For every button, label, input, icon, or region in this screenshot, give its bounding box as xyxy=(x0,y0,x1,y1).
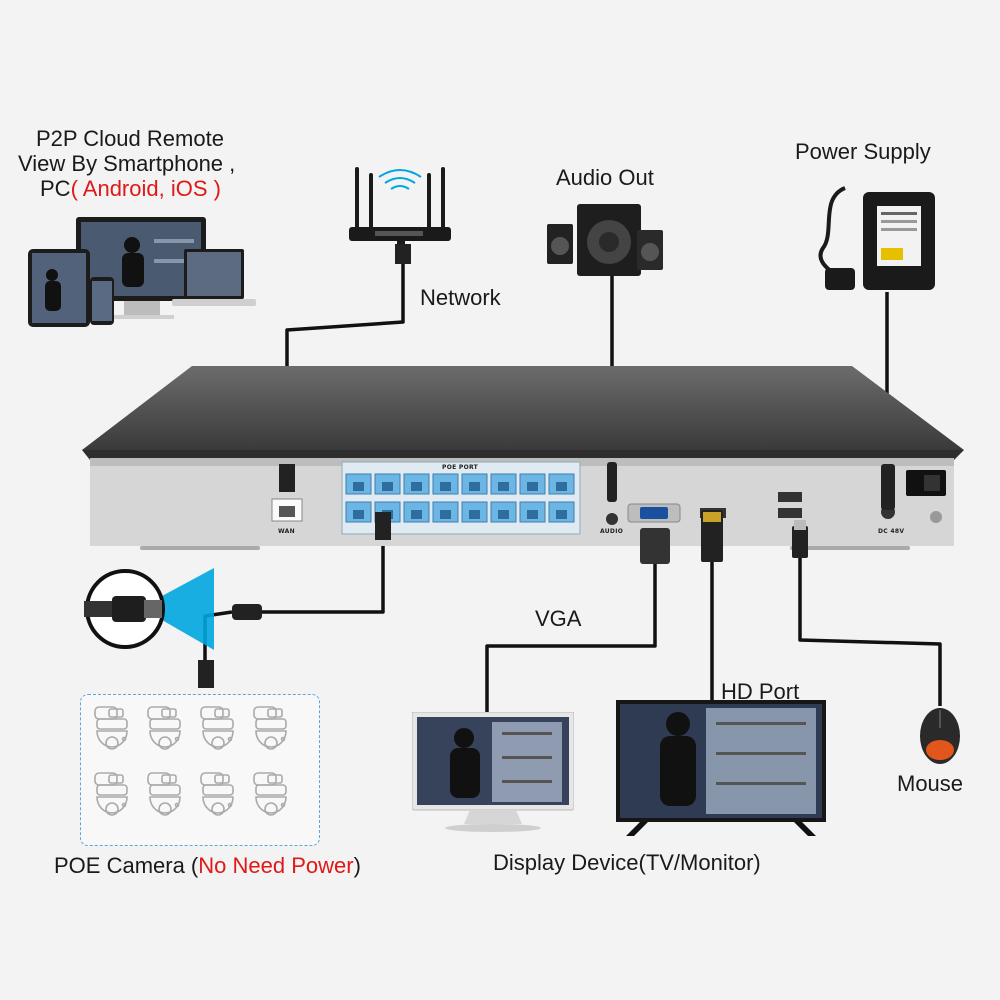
mouse-label: Mouse xyxy=(897,771,964,796)
poe-port-socket xyxy=(469,482,480,491)
poe-camera-suffix: ) xyxy=(353,853,361,878)
p2p-line3-prefix: PC xyxy=(40,176,71,201)
p2p-line1: P2P Cloud Remote xyxy=(36,126,224,151)
devices-icon xyxy=(28,217,256,327)
vga-label: VGA xyxy=(535,606,582,631)
poe-port-socket xyxy=(527,482,538,491)
power-supply-label: Power Supply xyxy=(795,139,931,164)
p2p-line3: PC( Android, iOS ) xyxy=(40,176,221,202)
audio-label: AUDIO xyxy=(600,528,624,535)
camera-icon xyxy=(147,706,181,750)
rj45-plug-icon xyxy=(279,464,295,492)
vga-plug-icon xyxy=(640,528,670,564)
rj45-plug-icon xyxy=(375,512,391,540)
poe-camera-prefix: POE Camera ( xyxy=(54,853,199,878)
dc-label: DC 48V xyxy=(878,528,905,535)
poe-port-socket xyxy=(527,510,538,519)
camera-icon xyxy=(253,772,287,816)
camera-connector-closeup xyxy=(84,568,214,650)
network-label: Network xyxy=(420,285,501,310)
poe-port-socket xyxy=(440,510,451,519)
camera-icon xyxy=(200,706,234,750)
speaker-icon xyxy=(547,204,663,276)
poe-port-socket xyxy=(498,482,509,491)
hd-port-label: HD Port xyxy=(721,679,800,704)
wan-label: WAN xyxy=(278,528,295,535)
poe-port-socket xyxy=(353,510,364,519)
p2p-line2: View By Smartphone , xyxy=(18,151,236,176)
hdmi-plug-icon xyxy=(701,510,723,562)
mouse-cable xyxy=(798,556,942,706)
poe-port-label: POE PORT xyxy=(442,464,479,471)
dc-plug-icon xyxy=(881,464,895,510)
poe-port-socket xyxy=(498,510,509,519)
poe-camera-box xyxy=(80,694,320,846)
audio-plug-icon xyxy=(607,462,617,502)
monitor-icon xyxy=(412,712,574,832)
poe-port-socket xyxy=(382,482,393,491)
camera-grid xyxy=(94,706,287,816)
tv-icon xyxy=(616,700,826,836)
poe-port-socket xyxy=(353,482,364,491)
poe-port-socket xyxy=(411,510,422,519)
camera-icon xyxy=(94,706,128,750)
vga-cable xyxy=(485,562,657,716)
poe-camera-note: No Need Power xyxy=(198,853,354,878)
camera-icon xyxy=(200,772,234,816)
poe-camera-label: POE Camera (No Need Power) xyxy=(54,853,361,879)
audio-out-label: Audio Out xyxy=(556,165,654,190)
poe-port-socket xyxy=(440,482,451,491)
display-device-label: Display Device(TV/Monitor) xyxy=(493,850,761,875)
poe-port-socket xyxy=(556,510,567,519)
camera-icon xyxy=(94,772,128,816)
poe-port-socket xyxy=(556,482,567,491)
p2p-platforms: ( Android, iOS ) xyxy=(70,176,221,201)
rj45-plug-icon xyxy=(198,660,214,688)
power-adapter-icon xyxy=(818,186,935,290)
poe-cable xyxy=(262,532,385,614)
poe-port-socket xyxy=(469,510,480,519)
usb-plug-icon xyxy=(792,526,808,558)
poe-port-socket xyxy=(411,482,422,491)
rj45-plug-icon xyxy=(395,244,411,264)
camera-icon xyxy=(147,772,181,816)
mouse-icon xyxy=(920,708,960,764)
camera-icon xyxy=(253,706,287,750)
